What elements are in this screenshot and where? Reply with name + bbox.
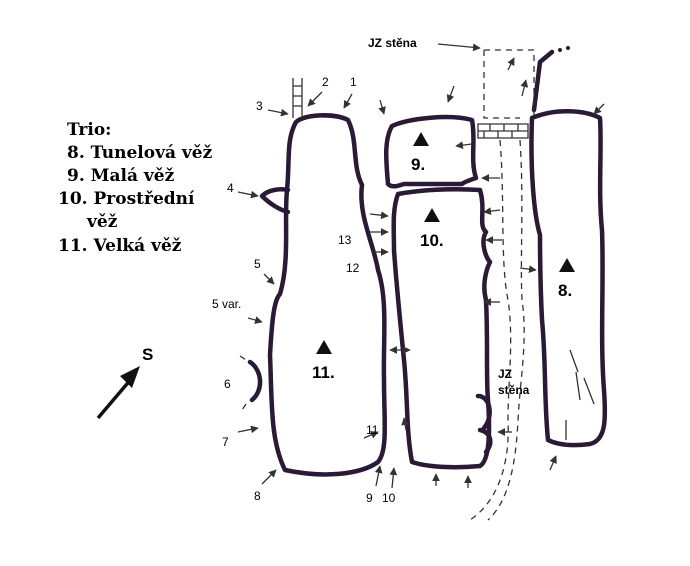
tower-11-number: 11. [312,363,335,382]
route-label-8: 8 [254,489,261,503]
route-label-1: 1 [350,75,357,89]
route-label-12: 12 [346,261,360,275]
legend-item-8: 8. Tunelová věž [67,143,213,163]
tower-8-outline [529,109,608,448]
chimney-dash-2 [487,139,525,521]
route-label-3: 3 [256,99,263,113]
north-arrow [96,376,134,420]
jz-wall-side-label-2: stěna [498,383,530,397]
tower-8-top-crack [531,49,555,113]
route-label-5var: 5 var. [212,297,241,311]
legend-item-9: 9. Malá věž [67,166,175,186]
jz-wall-top-label: JZ stěna [368,36,417,50]
north-arrow-head [120,366,140,388]
tower-11-outline [267,113,388,477]
legend-item-11: 11. Velká věž [58,236,182,256]
tower-10-notch [475,393,493,455]
route-label-2: 2 [322,75,329,89]
tower-8-top-dot-1 [558,48,562,52]
tower-8-cracks [565,349,595,440]
route-label-7: 7 [222,435,229,449]
summit-10-icon [424,208,440,222]
legend-item-10: 10. Prostřední [58,189,195,209]
legend-title: Trio: [67,120,112,140]
route-label-11: 11 [366,423,379,437]
tower-10-number: 10. [420,231,444,250]
tower-11-ladder-rungs [293,85,302,107]
route-label-4: 4 [227,181,234,195]
route-6-dots [239,355,247,411]
route-label-9: 9 [366,491,373,505]
route-arrows [237,57,605,489]
route-label-6: 6 [224,377,231,391]
route-label-5: 5 [254,257,261,271]
tunnel-bricks [477,123,529,139]
route-label-10: 10 [382,491,396,505]
tower-11-ledge-6 [247,359,263,403]
tower-9-outline [384,114,479,189]
jz-wall-top-pointer [437,43,481,52]
jz-wall-top-box [483,49,535,119]
tower-8-top-dot-2 [566,46,570,50]
summit-11-icon [316,340,332,354]
legend-item-10-line2: věž [87,212,118,232]
tower-9-number: 9. [411,155,425,174]
summit-8-icon [559,258,575,272]
tower-8-number: 8. [558,281,572,300]
route-label-13: 13 [338,233,352,247]
north-label: S [142,345,153,364]
jz-wall-side-label-1: JZ [498,367,512,381]
chimney-dash-1 [469,139,512,521]
summit-9-icon [413,132,429,146]
tower-11-flake [259,187,291,215]
